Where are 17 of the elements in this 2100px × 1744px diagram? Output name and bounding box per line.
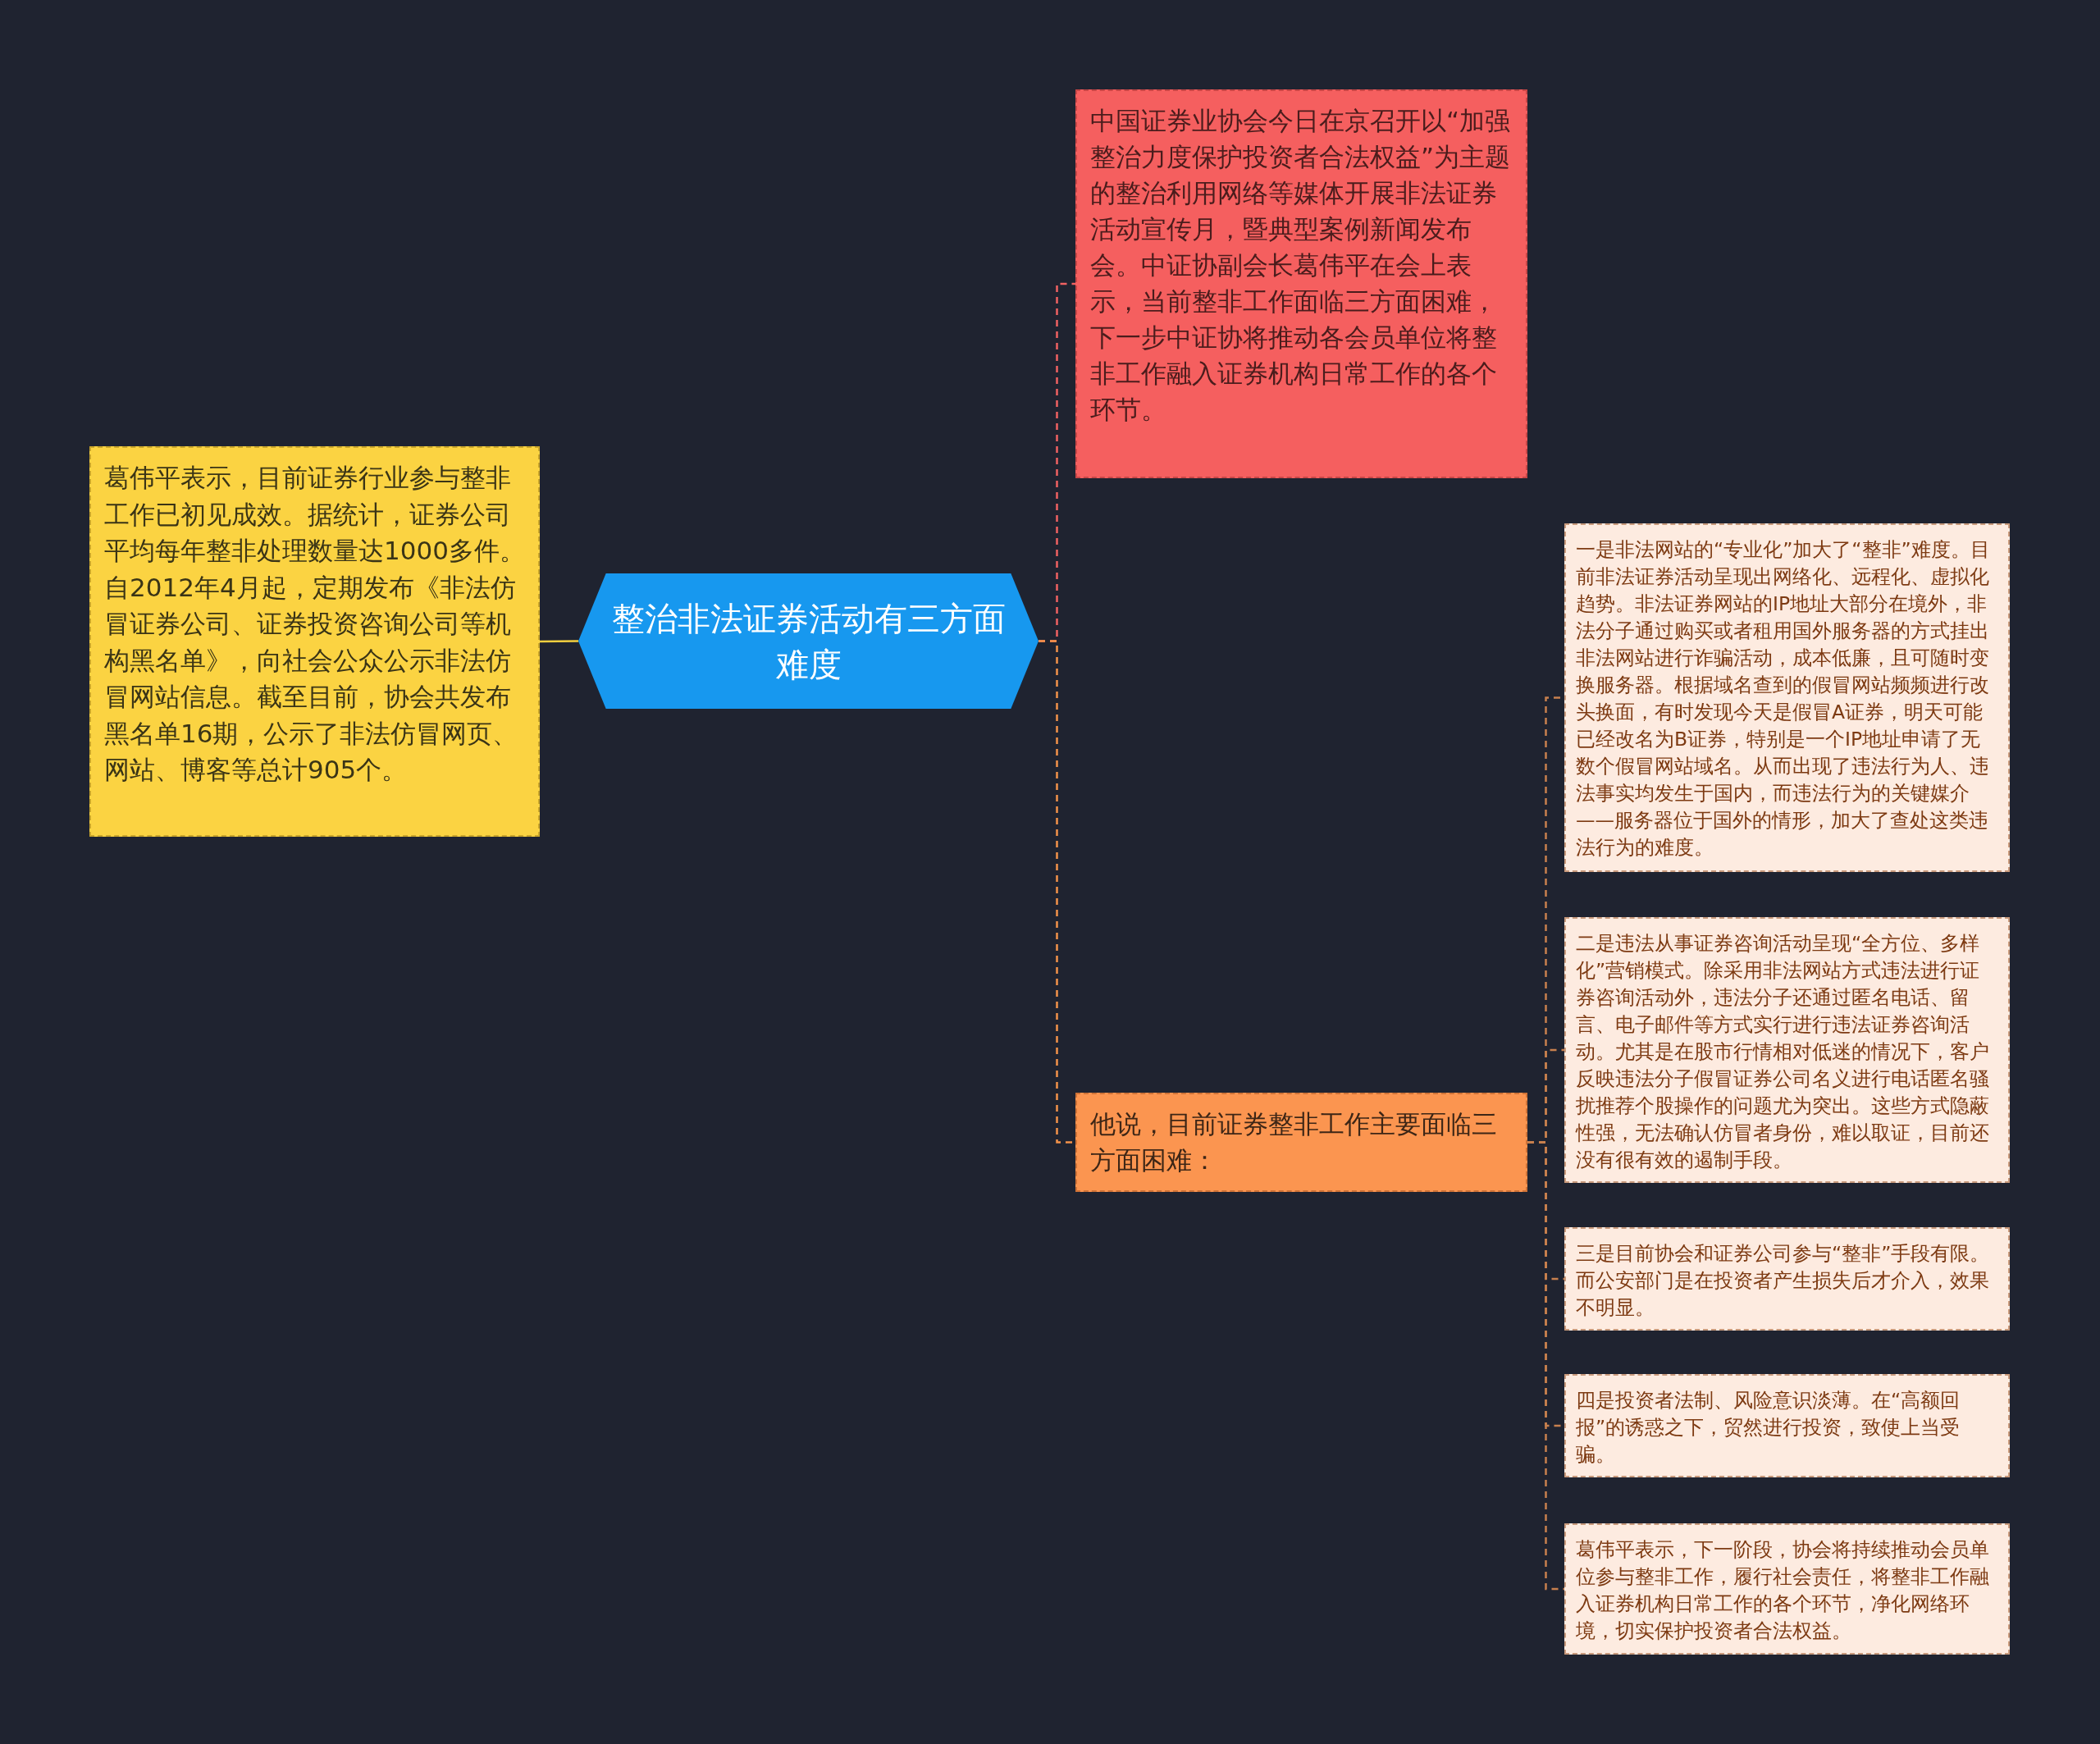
detail-card [1564, 1523, 2010, 1655]
detail-card [1564, 1227, 2010, 1331]
detail-card [1564, 917, 2010, 1183]
subtopic-card [1075, 1093, 1527, 1192]
subtopic-text: 他说，目前证券整非工作主要面临三方面困难： [1090, 1108, 1498, 1176]
detail-text: 三是目前协会和证券公司参与“整非”手段有限。而公安部门是在投资者产生损失后才介入，效果不明显。 [1576, 1241, 1991, 1321]
topic-text: 整治非法证券活动有三方面难度 [611, 598, 1006, 685]
detail-card [1564, 1374, 2010, 1477]
detail-text: 四是投资者法制、风险意识淡薄。在“高额回报”的诱惑之下，贸然进行投资，致使上当受骗。 [1576, 1388, 1961, 1468]
detail-text: 二是违法从事证券咨询活动呈现“全方位、多样化”营销模式。除采用非法网站方式违法进行证券咨询活动外，违法分子还通过匿名电话、留言、电子邮件等方式实行进行违法证券咨询活动。尤其是在股市行情相对低迷的情况下，客户反映违法分子假冒证券公司名义进行电话匿名骚扰推荐个股操作的问题尤为突出。这些方式隐蔽性强，无法确认仿冒者身份，难以取证，目前还没有很有效的遏制手段。 [1576, 931, 1990, 1173]
note-card [89, 446, 540, 837]
connector-line [540, 640, 578, 643]
note-text: 葛伟平表示，目前证券行业参与整非工作已初见成效。据统计，证券公司平均每年整非处理数量达1000多件。自2012年4月起，定期发布《非法仿冒证券公司、证券投资咨询公司等机构黑名单》，向社会公众公示非法仿冒网站信息。截至目前，协会共发布黑名单16期，公示了非法仿冒网页、网站、博客等总计905个。 [104, 462, 525, 786]
note-card [1075, 89, 1527, 478]
note-text: 中国证券业协会今日在京召开以“加强整治力度保护投资者合法权益”为主题的整治利用网络等媒体开展非法证券活动宣传月，暨典型案例新闻发布会。中证协副会长葛伟平在会上表示，当前整非工作面临三方面困难，下一步中证协将推动各会员单位将整非工作融入证券机构日常工作的各个环节。 [1090, 105, 1512, 426]
detail-text: 葛伟平表示，下一阶段，协会将持续推动会员单位参与整非工作，履行社会责任，将整非工作融入证券机构日常工作的各个环节，净化网络环境，切实保护投资者合法权益。 [1576, 1537, 1990, 1644]
detail-text: 一是非法网站的“专业化”加大了“整非”难度。目前非法证券活动呈现出网络化、远程化、虚拟化趋势。非法证券网站的IP地址大部分在境外，非法分子通过购买或者租用国外服务器的方式挂出非法网站进行诈骗活动，成本低廉，且可随时变换服务器。根据域名查到的假冒网站频频进行改头换面，有时发现今天是假冒A证券，明天可能已经改名为B证券，特别是一个IP地址申请了无数个假冒网站域名。从而出现了违法行为人、违法事实均发生于国内，而违法行为的关键媒介——服务器位于国外的情形，加大了查处这类违法行为的难度。 [1576, 537, 1991, 861]
